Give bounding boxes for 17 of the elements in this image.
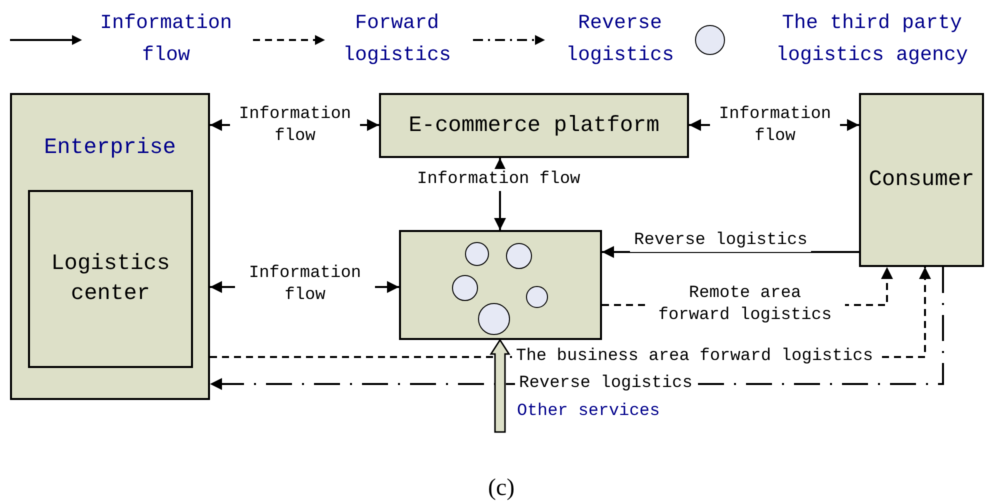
legend-text: Information flow — [98, 11, 234, 69]
box-label: E-commerce platform — [408, 112, 660, 140]
legend-text: Forward logistics — [342, 11, 452, 69]
box-label: Consumer — [868, 166, 974, 194]
legend-text: The third party logistics agency — [774, 11, 970, 69]
box-label: Logistics center — [50, 250, 171, 308]
caption: (c) — [488, 474, 515, 503]
process-box — [28, 190, 193, 368]
hollow-arrow — [490, 338, 510, 433]
process-box — [379, 93, 689, 158]
legend-text: Reverse logistics — [564, 11, 676, 69]
process-box — [859, 93, 984, 267]
agency-box — [399, 230, 602, 340]
box-heading: Enterprise — [44, 134, 176, 162]
edge-label: Reverse logistics — [630, 230, 812, 252]
arrow — [602, 246, 859, 258]
process-box — [10, 93, 210, 400]
